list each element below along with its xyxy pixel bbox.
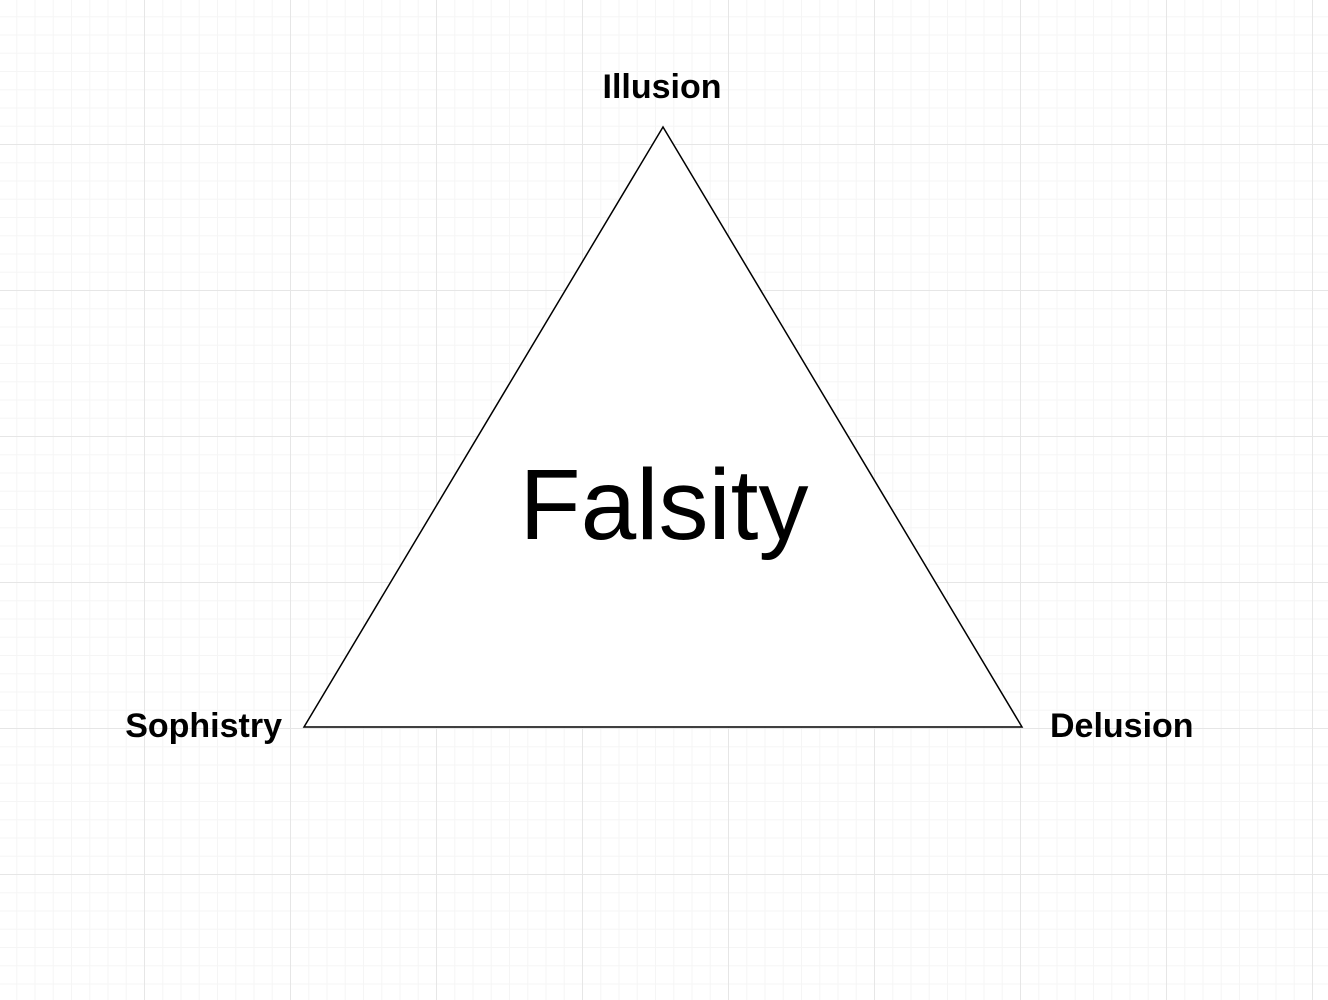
vertex-label-sophistry[interactable]: Sophistry [125,707,282,745]
vertex-label-delusion[interactable]: Delusion [1050,707,1194,745]
falsity-triangle[interactable] [302,125,1024,728]
vertex-label-illusion[interactable]: Illusion [602,68,722,106]
center-label-falsity[interactable]: Falsity [519,449,809,561]
